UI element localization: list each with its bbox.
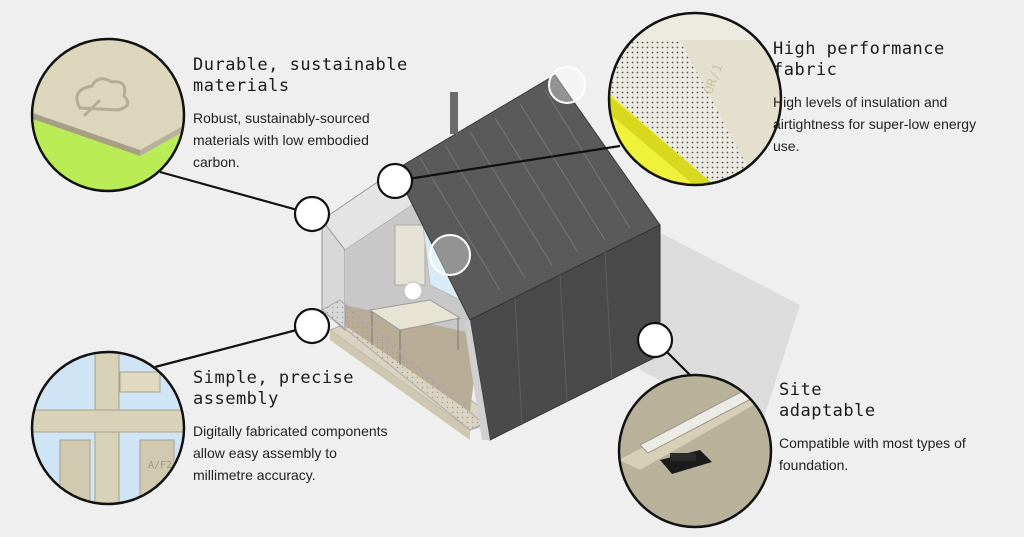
feature-durable: Durable, sustainable materials Robust, s… <box>193 55 433 173</box>
feature-assembly: Simple, precise assembly Digitally fabri… <box>193 368 433 486</box>
detail-site <box>617 373 773 529</box>
feature-assembly-title: Simple, precise assembly <box>193 368 355 409</box>
feature-site-description: Compatible with most types of foundation… <box>779 435 966 473</box>
feature-assembly-description: Digitally fabricated components allow ea… <box>193 423 388 483</box>
feature-performance-title: High performance fabric <box>773 39 945 80</box>
marker-dots <box>293 162 674 359</box>
feature-performance: High performance fabric High levels of i… <box>773 39 1003 157</box>
feature-performance-description: High levels of insulation and airtightne… <box>773 94 977 154</box>
leaf-logo-icon <box>75 77 130 118</box>
feature-durable-description: Robust, sustainably-sourced materials wi… <box>193 110 370 170</box>
flue <box>450 92 458 134</box>
detail-assembly: A/F2 <box>30 350 186 506</box>
joint-code-label: A/F2 <box>148 460 172 471</box>
feature-site-title: Site adaptable <box>779 380 876 421</box>
house <box>321 66 661 441</box>
feature-durable-title: Durable, sustainable materials <box>193 55 408 96</box>
table <box>368 299 462 331</box>
leader-lines <box>154 144 696 381</box>
detail-durable <box>30 37 186 193</box>
detail-performance: OR/1 <box>607 11 783 187</box>
feature-site: Site adaptable Compatible with most type… <box>779 380 1009 476</box>
